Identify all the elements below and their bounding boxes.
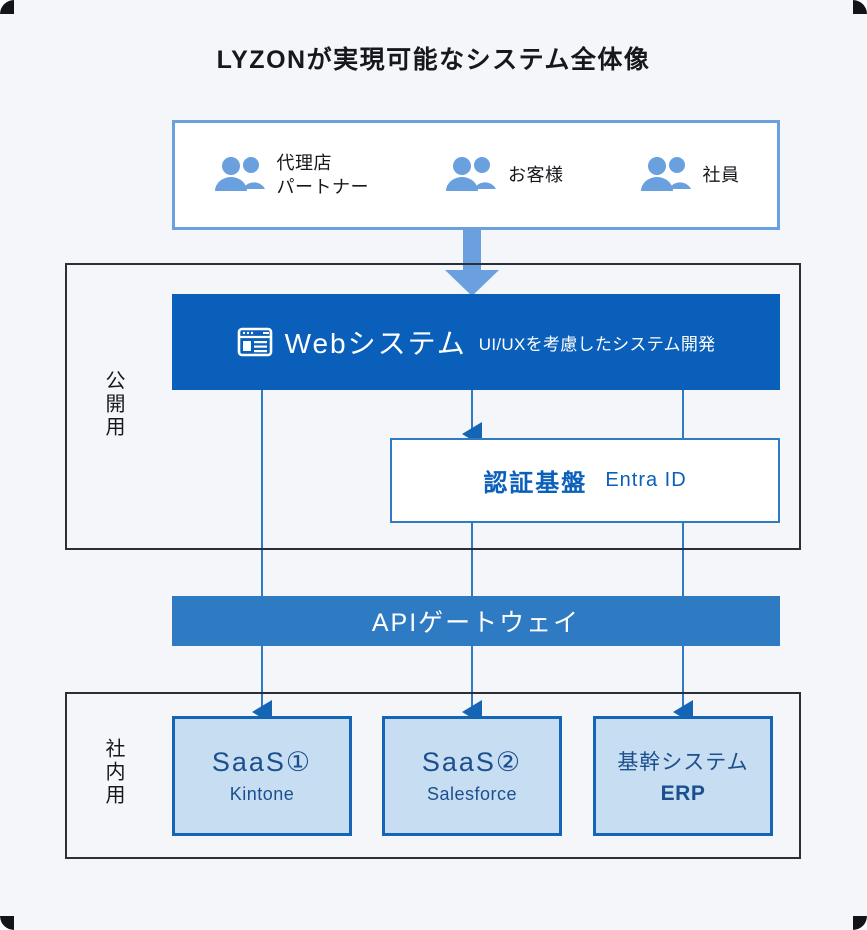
zone-public-label: 公開用	[102, 370, 124, 439]
users-box: 代理店 パートナー お客様 社員	[172, 120, 780, 230]
saas-box-subtitle: ERP	[660, 782, 706, 805]
saas-box-title: SaaS①	[211, 747, 313, 777]
auth-platform-subtitle: Entra ID	[605, 469, 687, 491]
user-group-label: 代理店 パートナー	[276, 152, 369, 197]
user-group-label: お客様	[508, 164, 564, 185]
zone-internal-label: 社内用	[102, 738, 124, 807]
user-group-customer: お客様	[444, 155, 564, 195]
corner-artifact-top-left	[0, 0, 14, 14]
saas-box-salesforce[interactable]: SaaS② Salesforce	[382, 716, 562, 836]
user-group-partner: 代理店 パートナー	[213, 151, 370, 200]
corner-artifact-bottom-right	[853, 916, 867, 930]
saas-box-subtitle: Salesforce	[426, 784, 518, 804]
page-title: LYZONが実現可能なシステム全体像	[216, 46, 651, 74]
user-group-label: 社員	[702, 164, 740, 185]
saas-box-subtitle: Kintone	[229, 784, 295, 804]
web-system-bar[interactable]: Webシステム UI/UXを考慮したシステム開発	[172, 294, 780, 390]
web-system-subtitle: UI/UXを考慮したシステム開発	[478, 334, 716, 354]
people-icon	[214, 157, 265, 191]
saas-box-kintone[interactable]: SaaS① Kintone	[172, 716, 352, 836]
web-page-icon	[237, 327, 272, 357]
api-gateway-bar[interactable]: APIゲートウェイ	[172, 596, 780, 646]
zone-internal-frame	[65, 692, 801, 859]
corner-artifact-top-right	[853, 0, 867, 14]
api-gateway-label: APIゲートウェイ	[371, 609, 581, 637]
saas-box-title: SaaS②	[421, 747, 523, 777]
people-icon	[446, 157, 496, 191]
saas-box-erp[interactable]: 基幹システム ERP	[593, 716, 773, 836]
auth-platform-title: 認証基盤	[483, 470, 588, 497]
web-system-title: Webシステム	[284, 328, 467, 359]
saas-box-title: 基幹システム	[617, 751, 749, 774]
auth-platform-box[interactable]: 認証基盤 Entra ID	[390, 438, 780, 523]
user-group-employee: 社員	[639, 155, 740, 195]
zone-public-frame	[65, 263, 801, 550]
corner-artifact-bottom-left	[0, 916, 14, 930]
people-icon	[640, 157, 691, 191]
